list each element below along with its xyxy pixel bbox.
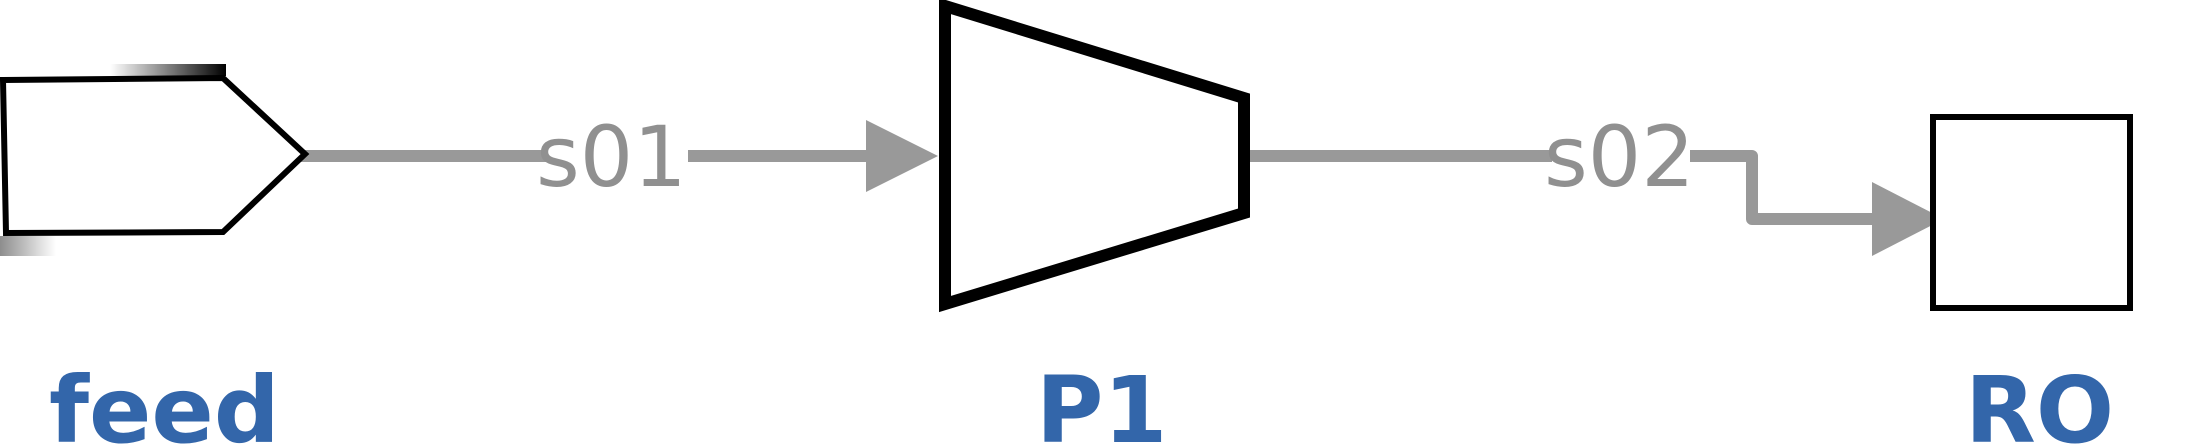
stream-s02-arrowhead-icon: [1872, 182, 1944, 256]
feed-label: feed: [49, 357, 280, 446]
reverse-osmosis-unit-icon: [1930, 114, 2133, 311]
stream-s01[interactable]: s01: [300, 108, 938, 206]
unit-ro[interactable]: RO: [1930, 114, 2133, 446]
ro-label: RO: [1965, 357, 2114, 446]
feed-source-icon: [0, 74, 310, 237]
feed-shade-bottom: [0, 236, 56, 256]
stream-s02[interactable]: s02: [1246, 108, 1944, 256]
unit-feed[interactable]: feed: [0, 64, 310, 446]
stream-s01-label: s01: [536, 108, 687, 206]
unit-p1[interactable]: P1: [939, 0, 1250, 446]
stream-s02-line-elbow: [1690, 150, 1880, 225]
stream-s01-arrowhead-icon: [866, 120, 938, 192]
stream-s02-label: s02: [1544, 108, 1695, 206]
feed-shade-top: [110, 64, 226, 76]
p1-label: P1: [1036, 357, 1167, 446]
pump-icon: [939, 0, 1250, 313]
